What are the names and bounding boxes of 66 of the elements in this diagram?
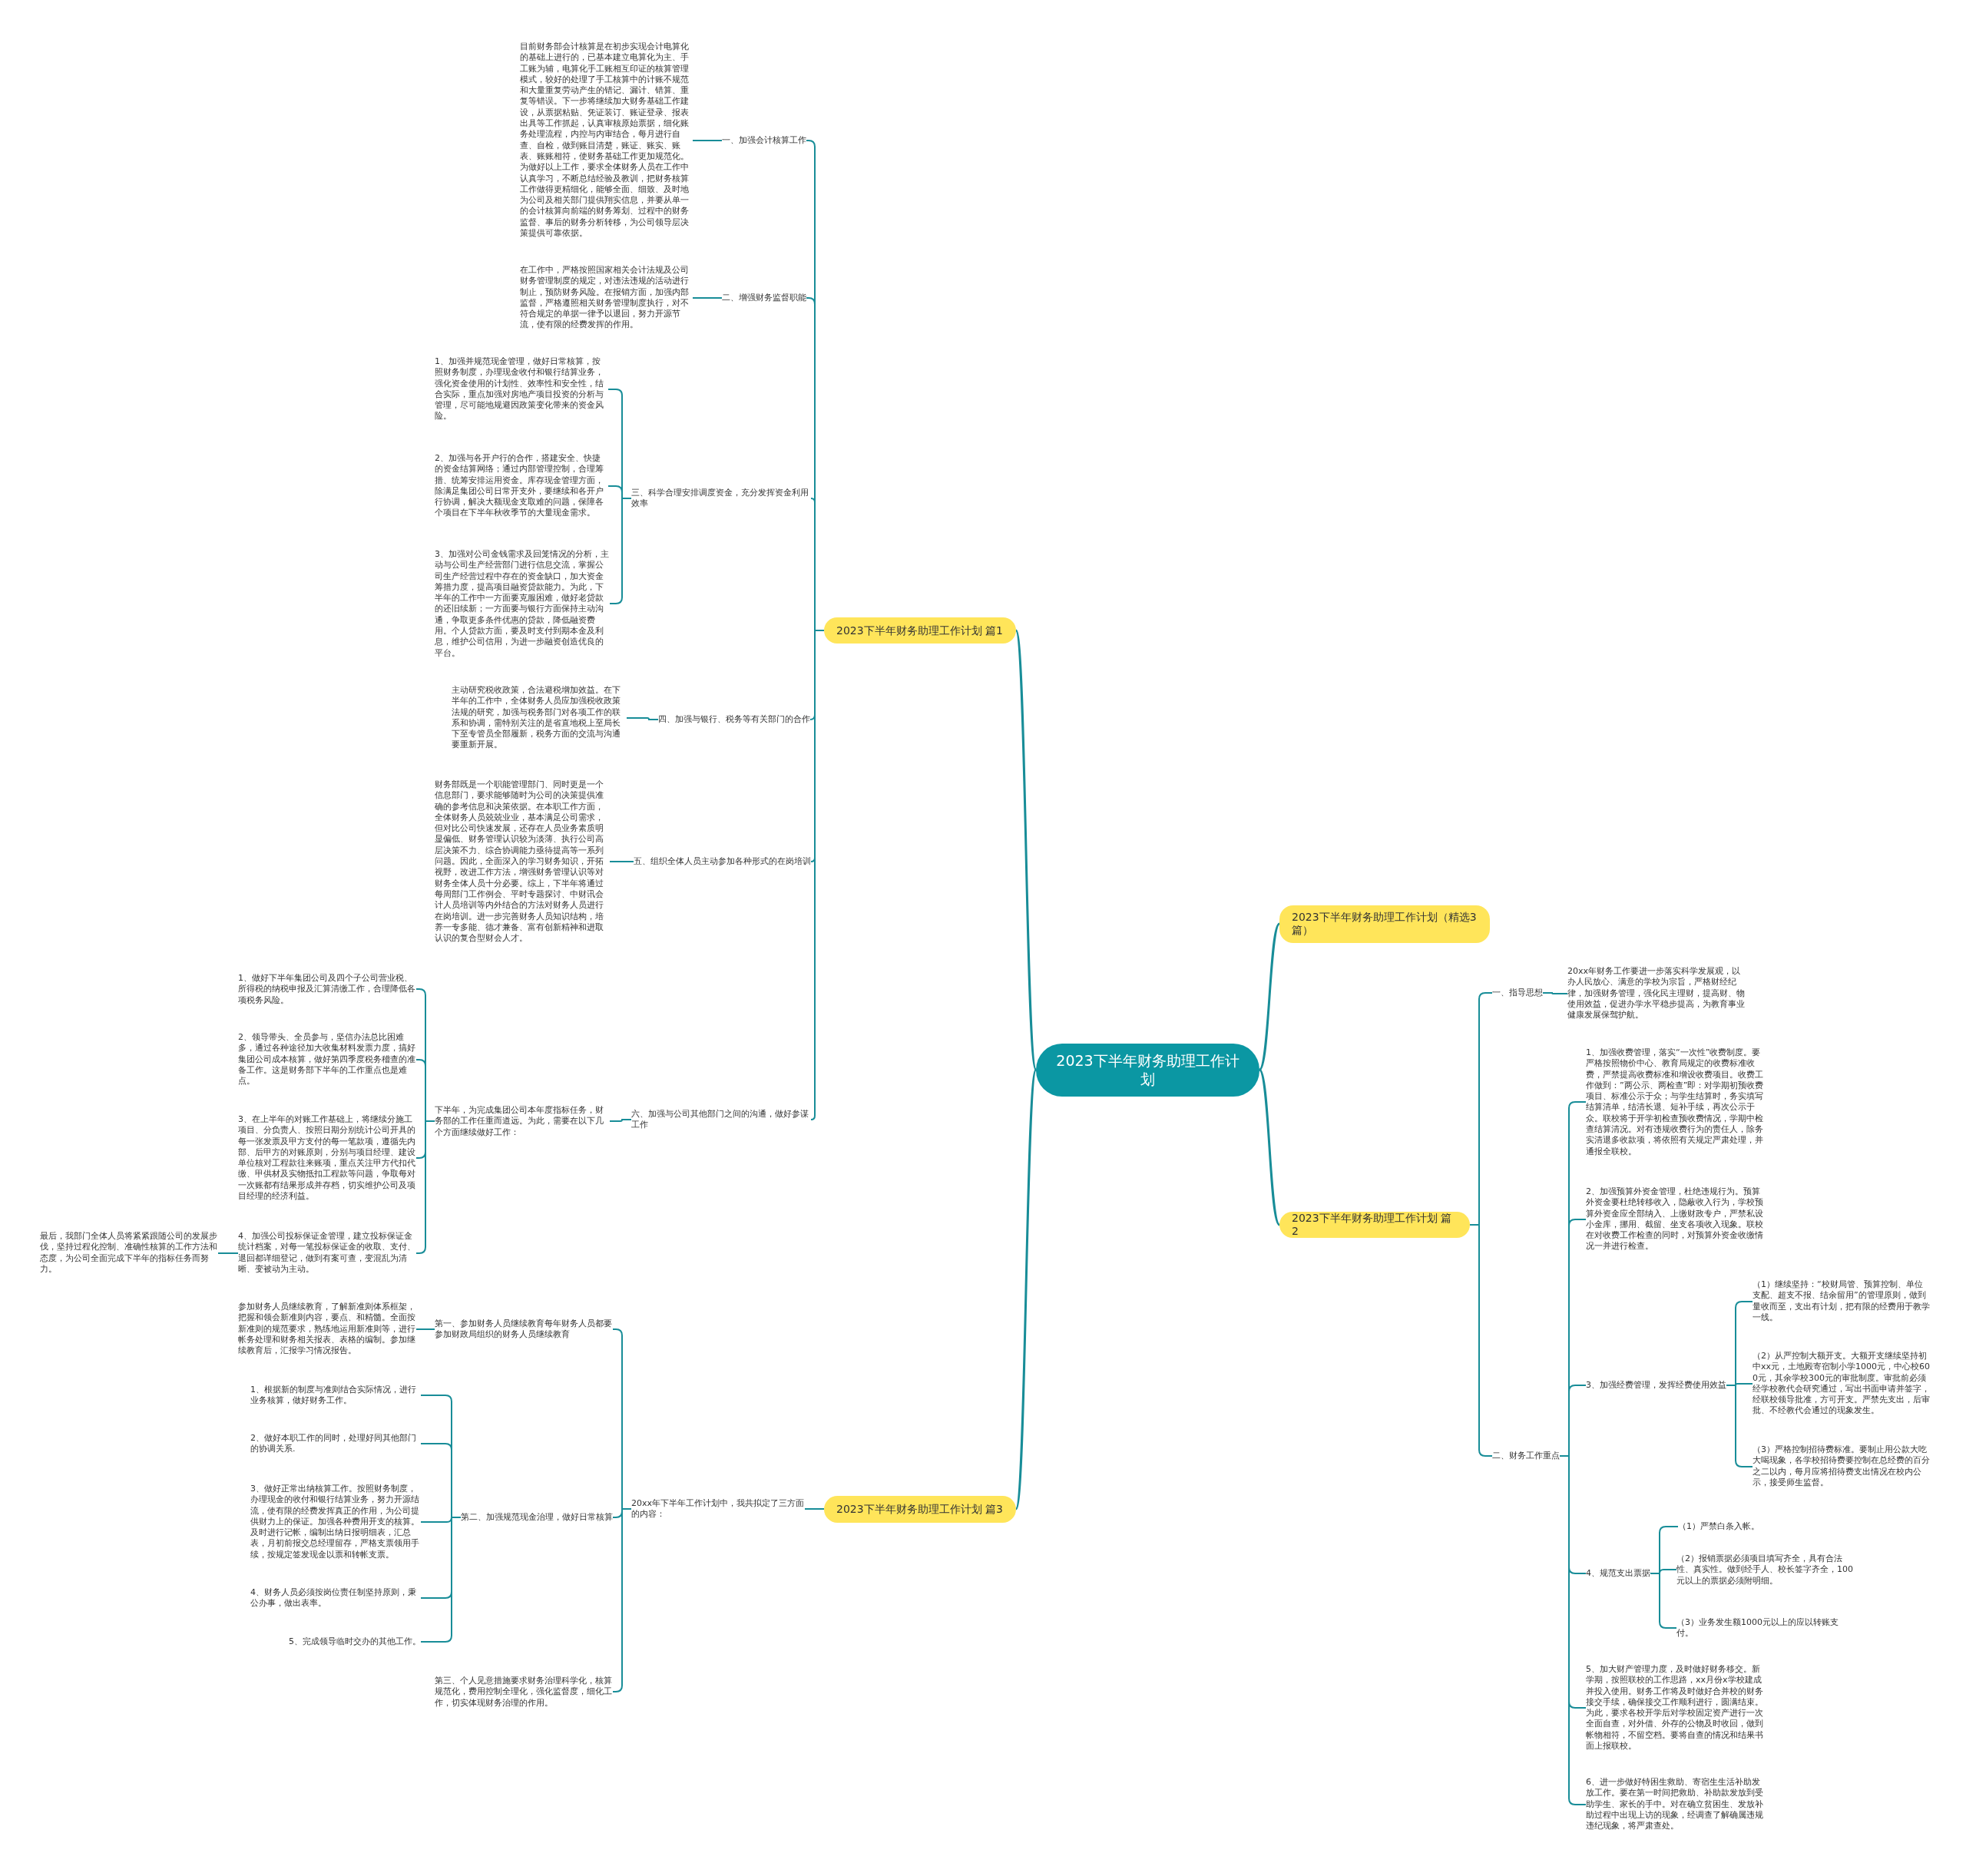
topic-text: 第二、加强规范现金治理，做好日常核算	[461, 1511, 613, 1524]
topic-text: 2、做好本职工作的同时，处理好同其他部门的协调关系.	[250, 1432, 421, 1455]
main-topic: 2023下半年财务助理工作计划 篇2	[1279, 1212, 1470, 1238]
topic-text: （2）从严控制大额开支。大额开支继续坚持初中xx元，土地殿寄宿制小学1000元，中心校600元，其余学校300元的审批制度。审批前必须经学校教代会研究通过，写出书面申请并签字，经联校领导批准，方可开支。严禁先支出，后审批、不经教代会通过的现象发生。	[1753, 1351, 1931, 1417]
topic-text: 最后，我部门全体人员将紧紧跟随公司的发展步伐，坚持过程化控制、准确性核算的工作方法和态度，为公司全面完成下半年的指标任务而努力。	[40, 1231, 218, 1275]
topic-text: 3、加强经费管理，发挥经费使用效益	[1586, 1379, 1726, 1391]
topic-text: 4、加强公司投标保证金管理，建立投标保证金统计档案，对每一笔投标保证金的收取、支付、退回都详细登记，做到有案可查，变混乱为清晰、变被动为主动。	[238, 1231, 416, 1275]
connector-line	[626, 717, 659, 720]
topic-text: 二、增强财务监督职能	[722, 292, 806, 304]
connector-line	[804, 1508, 825, 1510]
topic-text: 1、做好下半年集团公司及四个子公司营业税、所得税的纳税申报及汇算清缴工作，合理降低各项税务风险。	[238, 972, 416, 1006]
topic-text: 下半年，为完成集团公司本年度指标任务，财务部的工作任重而道远。为此，需要在以下几个方面继续做好工作：	[435, 1104, 610, 1138]
topic-text: 4、规范支出票据	[1586, 1567, 1650, 1580]
topic-text: 在工作中，严格按照国家相关会计法规及公司财务管理制度的规定，对违法违规的活动进行制止，预防财务风险。在报销方面，加强内部监督，严格遵照相关财务管理制度执行，对不符合规定的单据一律予以退回，努力开源节流，使有限的经费发挥的作用。	[520, 265, 693, 331]
topic-text: 四、加强与银行、税务等有关部门的合作	[658, 713, 810, 726]
connector-line	[1014, 1069, 1038, 1510]
topic-text: 2、加强预算外资金管理，杜绝违规行为。预算外资金要杜绝转移收入，隐蔽收入行为，学校预算外资金应全部纳入、上缴财政专户，严禁私设小金库，挪用、截留、坐支各项收入现象。联校在对收费工作检查的同时，对预算外资金收缴情况一并进行检查。	[1586, 1186, 1764, 1252]
topic-text: （3）严格控制招待费标准。要制止用公款大吃大喝现象，各学校招待费要控制在总经费的百分之二以内，每月应将招待费支出情况在校内公示，接受师生监督。	[1753, 1444, 1931, 1489]
topic-text: 3、在上半年的对账工作基础上，将继续分施工项目、分负责人、按照日期分别统计公司开具的每一张发票及甲方支付的每一笔款项，遵循先内部、后甲方的对账原则，分别与项目经理、建设单位核对工程款往来账项，重点关注甲方代扣代缴、甲供材及实物抵扣工程款等问题，争取每对一次账都有结果形成并存档，切实维护公司及项目经理的经济利益。	[238, 1113, 416, 1203]
topic-text: （2）报销票据必须项目填写齐全，具有合法性、真实性。做到经手人、校长签字齐全，100元以上的票据必须附明细。	[1676, 1553, 1855, 1586]
topic-text: 二、财务工作重点	[1492, 1450, 1560, 1462]
connector-line	[609, 1119, 632, 1122]
central-topic: 2023下半年财务助理工作计划	[1036, 1043, 1259, 1097]
topic-text: 2、领导带头、全员参与，坚信办法总比困难多，通过各种途径加大收集材料发票力度，搞好集团公司成本核算，做好第四季度税务稽查的准备工作。这是财务部下半年的工作重点也是难点。	[238, 1032, 416, 1087]
topic-text: 5、完成领导临时交办的其他工作。	[289, 1636, 421, 1648]
connector-line	[217, 1252, 239, 1254]
topic-text: 第三、个人见意措施要求财务治理科学化，核算规范化，费用控制全理化，强化监督度，细化工作，切实体现财务治理的作用。	[435, 1675, 613, 1709]
connector-line	[415, 1120, 435, 1254]
topic-text: 参加财务人员继续教育，了解新准则体系框架，把握和领会新准则内容，要点、和精髓。全面按新准则的规范要求，熟练地运用新准则等，进行帐务处理和财务相关报表、表格的编制。参加继续教育后，汇报学习情况报告。	[238, 1302, 416, 1357]
topic-text: 五、组织全体人员主动参加各种形式的在岗培训	[634, 855, 811, 868]
topic-text: 六、加强与公司其他部门之间的沟通，做好参谋工作	[631, 1108, 811, 1131]
connector-line	[420, 1517, 462, 1643]
connector-line	[1014, 630, 1038, 1070]
topic-text: 3、做好正常出纳核算工作。按照财务制度，办理现金的收付和银行结算业务，努力开源结流，使有限的经费发挥真正的作用，为公司提供财力上的保证。加强各种费用开支的核算。及时进行记帐，编制出纳日报明细表，汇总表，月初前报交总经理留存，严格支票领用手续，按规定签发现金以票和转帐支票。	[250, 1483, 421, 1561]
topic-text: 1、加强收费管理，落实“一次性”收费制度。要严格按照物价中心、教育局规定的收费标准收费，严禁提高收费标准和增设收费项目。收费工作做到：”两公示、两检查”即：对学期初预收费项目、标准公示于众；与学生结算时，务实填写结算清单，结清长退、短补手续，再次公示于众。联校将于开学初检查预收费情况，学期中检查结算清况。对有违规收费行为的责任人，除务实清退多收款项，将依照有关规定严肃处理，并通报全联校。	[1586, 1047, 1764, 1157]
topic-text: 4、财务人员必须按岗位责任制坚持原则，秉公办事，做出表率。	[250, 1586, 421, 1610]
topic-text: 20xx年财务工作要进一步落实科学发展观，以办人民放心、满意的学校为宗旨，严格财经纪律，加强财务管理，强化民主理财，提高财、物使用效益，促进办学水平稳步提高，为教育事业健康发展保驾护航。	[1567, 966, 1746, 1021]
topic-text: 财务部既是一个职能管理部门、同时更是一个信息部门，要求能够随时为公司的决策提供准确的参考信息和决策依据。在本职工作方面，全体财务人员兢兢业业，基本满足公司需求，但对比公司快速发展，还存在人员业务素质明显偏低、财务管理认识较为淡薄、执行公司高层决策不力、综合协调能力亟待提高等一系列问题。因此，全面深入的学习财务知识，开拓视野，改进工作方法，增强财务管理认识等对财务全体人员十分必要。综上，下半年将通过每周部门工作例会、平时专题探讨、中财讯会计人员培训等内外结合的方法对财务人员进行在岗培训。进一步完善财务人员知识结构，培养一专多能、德才兼备、富有创新精神和进取认识的复合型财会人才。	[435, 779, 610, 945]
connector-line	[415, 1328, 435, 1330]
connector-line	[609, 861, 634, 862]
main-topic: 2023下半年财务助理工作计划 篇1	[824, 617, 1016, 644]
topic-text: 1、根据新的制度与准则结合实际情况，进行业务核算，做好财务工作。	[250, 1384, 421, 1407]
topic-text: 1、加强并规范现金管理，做好日常核算，按照财务制度，办理现金收付和银行结算业务，强化资金使用的计划性、效率性和安全性，结合实际，重点加强对房地产项目投资的分析与管理，尽可能地规避因政策变化带来的资金风险。	[435, 356, 608, 422]
connector-line	[692, 297, 723, 299]
topic-text: 一、指导思想	[1492, 987, 1543, 999]
connector-line	[692, 140, 723, 141]
connector-line	[612, 1508, 632, 1692]
topic-text: 第一、参加财务人员继续教育每年财务人员都要参加财政局组织的财务人员继续教育	[435, 1318, 613, 1341]
topic-text: 2、加强与各开户行的合作，搭建安全、快捷的资金结算网络；通过内部管理控制，合理筹措、统筹安排运用资金。库存现金管理方面，除满足集团公司日常开支外，要继续和各开户行协调，解决大额现金支取难的问题，保障各个项目在下半年秋收季节的大量现金需求。	[435, 453, 608, 519]
topic-text: 目前财务部会计核算是在初步实现会计电算化的基础上进行的，已基本建立电算化为主、手工账为辅，电算化手工账相互印证的核算管理模式，较好的处理了手工核算中的计账不规范和大量重复劳动产生的错记、漏计、错算、重复等错误。下一步将继续加大财务基础工作建设，从票据粘贴、凭证装订、账证登录、报表出具等工作抓起，认真审核原始票据，细化账务处理流程，内控与内审结合，每月进行自查、自检，做到账目清楚，账证、账实、账表、账账相符，使财务基础工作更加规范化。为做好以上工作，要求全体财务人员在工作中认真学习，不断总结经验及教训，把财务核算工作做得更精细化，能够全面、细致、及时地为公司及相关部门提供翔实信息，并要从单一的会计核算向前端的财务筹划、过程中的财务监督、事后的财务分析转移，为公司领导层决策提供可靠依据。	[520, 41, 693, 240]
topic-text: 三、科学合理安排调度资金，充分发挥资金利用效率	[631, 487, 811, 510]
topic-text: 一、加强会计核算工作	[722, 134, 806, 147]
topic-text: （3）业务发生额1000元以上的应以转账支付。	[1676, 1616, 1855, 1639]
connector-line	[1258, 1069, 1281, 1226]
connector-line	[1469, 1224, 1493, 1457]
topic-text: （1）继续坚持：“校财局管、预算控制、单位支配、超支不报、结余留用”的管理原则，做到量收而至，支出有计划，把有限的经费用于教学一线。	[1753, 1279, 1931, 1324]
topic-text: （1）严禁白条入帐。	[1678, 1520, 1759, 1533]
main-topic: 2023下半年财务助理工作计划（精选3篇）	[1279, 905, 1490, 943]
main-topic: 2023下半年财务助理工作计划 篇3	[824, 1495, 1016, 1523]
topic-text: 20xx年下半年工作计划中，我共拟定了三方面的内容：	[631, 1497, 805, 1520]
topic-text: 主动研究税收政策，合法避税增加效益。在下半年的工作中，全体财务人员应加强税收政策法规的研究，加强与税务部门对各项工作的联系和协调，需特别关注的是省直地税上至局长下至专管员全部履新，税务方面的交流与沟通要重新开展。	[452, 685, 627, 751]
topic-text: 5、加大财产管理力度，及时做好财务移交。新学期，按照联校的工作思路，xx月份x学校建成并投入使用。财务工作将及时做好合并校的财务接交手续，确保接交工作顺利进行，圆满结束。为此，要求各校开学后对学校固定资产进行一次全面自查，对外借、外存的公物及时收回，做到帐物相符，不留空档。要将自查的情况和结果书面上报联校。	[1586, 1663, 1764, 1752]
topic-text: 6、进一步做好特困生救助、寄宿生生活补助发放工作。要在第一时间把救助、补助款发放到受助学生、家长的手中。对在确立贫困生、发放补助过程中出现上访的现象，经调查了解确属违规违纪现象，将严肃查处。	[1586, 1777, 1764, 1832]
connector-line	[1542, 992, 1568, 994]
connector-line	[1258, 923, 1281, 1070]
topic-text: 3、加强对公司金钱需求及回笼情况的分析，主动与公司生产经营部门进行信息交流，掌握公司生产经营过程中存在的资金缺口，加大资金筹措力度，提高项目融资贷款能力。为此，下半年的工作中一方面要克服困难，做好老贷款的还旧续新；一方面要与银行方面保持主动沟通，争取更多条件优惠的贷款，降低融资费用。个人贷款方面，要及时支付到期本金及利息，维护公司信用，为进一步融资创造优良的平台。	[435, 548, 610, 659]
